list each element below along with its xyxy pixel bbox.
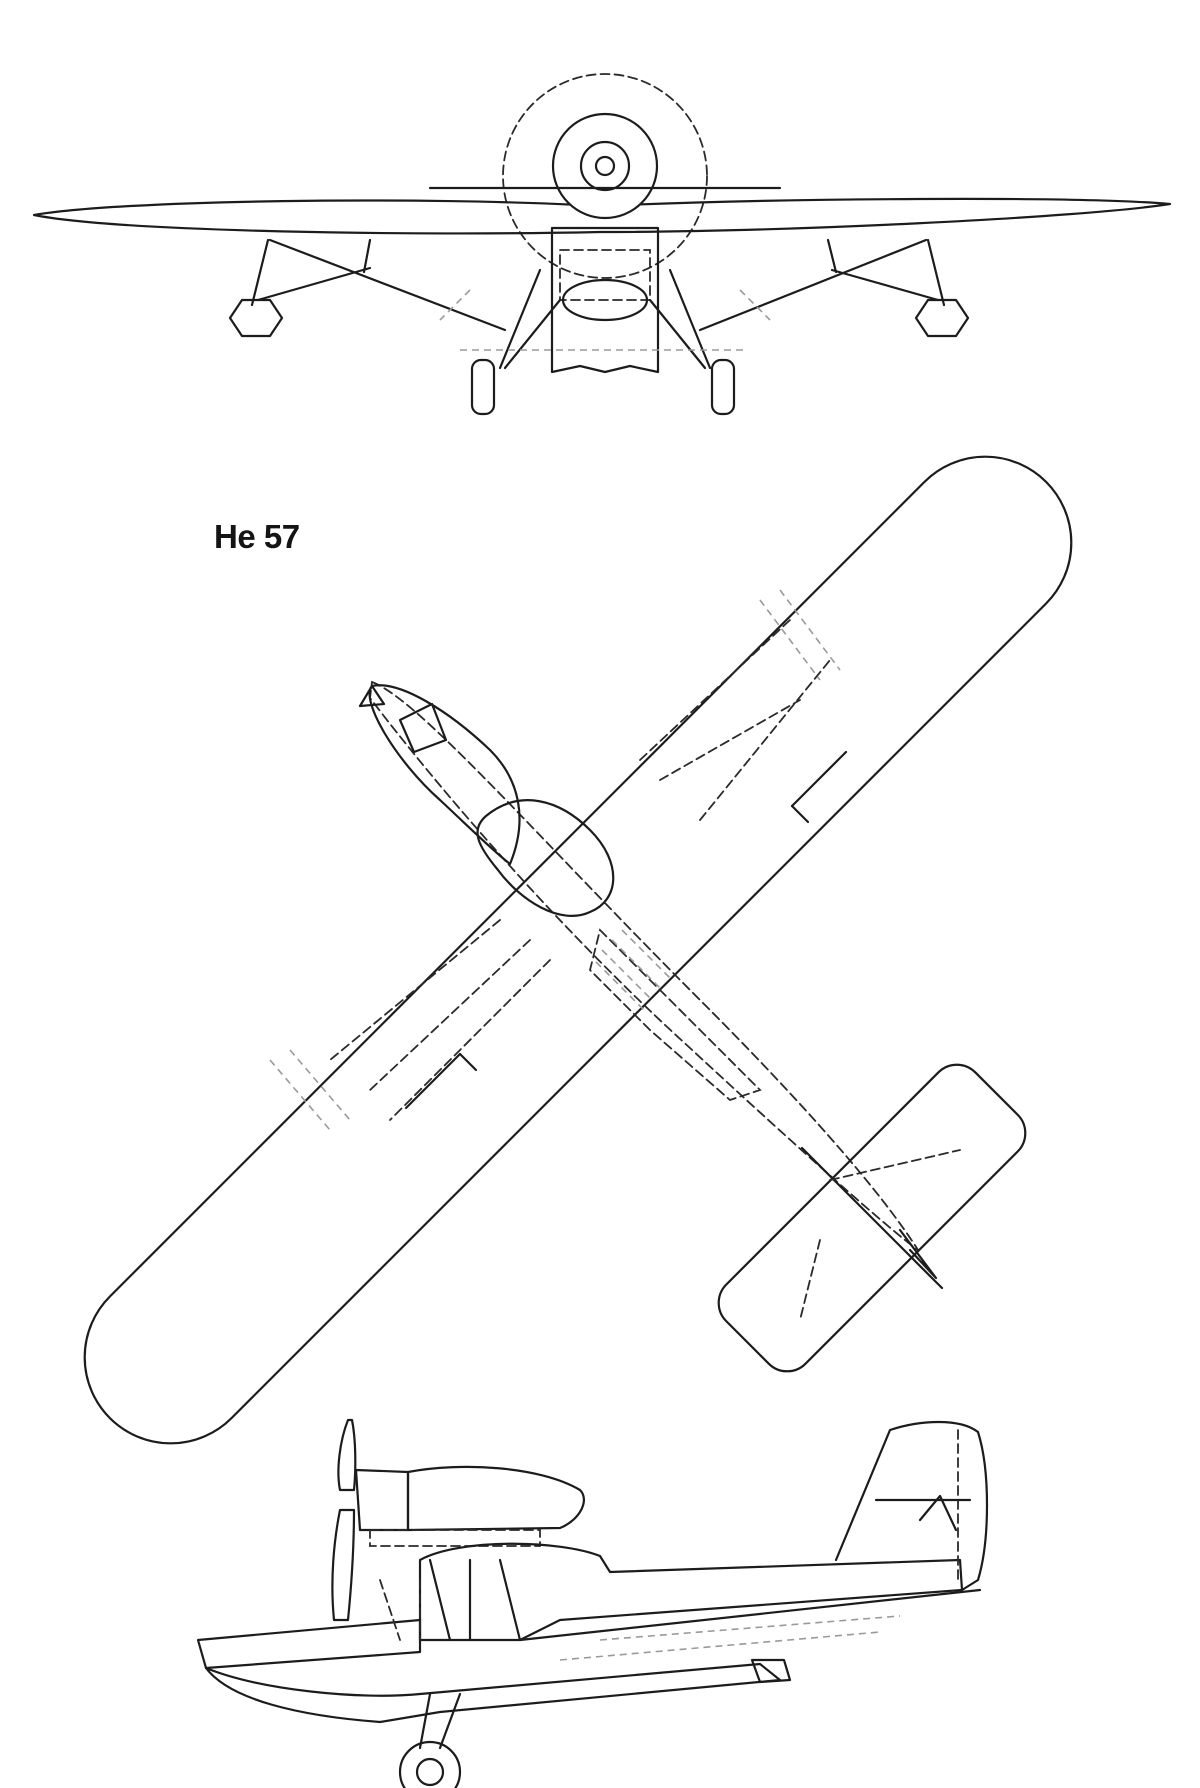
aileron-upper-edge (790, 804, 810, 824)
right-float-front (914, 298, 970, 338)
main-wheel-side (398, 1740, 462, 1788)
right-wing-brace (830, 268, 940, 302)
main-wing-plan (83, 455, 1073, 1445)
cabane-struts (379, 1579, 421, 1641)
left-gear-leg (498, 268, 562, 370)
fuselage-side (418, 1542, 964, 1642)
cockpit-grid (595, 929, 673, 1013)
right-wing-strut (698, 238, 928, 332)
right-interplane-strut (926, 238, 946, 307)
engine-cowling-side (354, 1468, 410, 1532)
left-float-front (228, 298, 284, 338)
plan-view (83, 455, 1073, 1445)
engine-nacelle-side (406, 1465, 585, 1532)
struts-side (428, 1558, 522, 1642)
left-wheel-front (470, 358, 496, 416)
nacelle-tip (358, 684, 386, 708)
side-view (196, 1418, 989, 1788)
aircraft-caption: He 57 (214, 518, 300, 555)
right-gear-leg (648, 268, 712, 370)
upper-wing-side (369, 1529, 541, 1547)
right-mini-strut (826, 238, 838, 274)
left-mini-strut (362, 238, 372, 274)
strut-lines-lower (329, 919, 551, 1121)
fuselage-oval (561, 278, 649, 322)
front-view (32, 73, 1172, 416)
fuselage-bottom (518, 1588, 982, 1642)
tail-cone (898, 1228, 938, 1280)
left-interplane-strut (250, 238, 270, 307)
elevator-line (800, 1146, 944, 1290)
gear-leg-side (418, 1692, 462, 1750)
aileron-upper (790, 750, 848, 808)
engine-spinner (594, 155, 616, 177)
tail-float-side (750, 1658, 792, 1684)
fuselage-plan (369, 680, 919, 1251)
cockpit-frame (559, 249, 651, 301)
float-side (204, 1662, 782, 1724)
lower-wing-side (196, 1618, 422, 1670)
float-outline-upper (759, 589, 841, 681)
engine-cowling (551, 112, 659, 220)
tail-strut (918, 1494, 958, 1532)
left-wing-strut (268, 238, 507, 332)
propeller-disc (502, 73, 708, 279)
tail-hidden (799, 1149, 961, 1321)
engine-hub (579, 140, 631, 192)
side-hidden-lines (559, 1615, 901, 1661)
cowl-ellipse (476, 799, 615, 917)
cowling-front (398, 702, 448, 754)
engine-nacelle-plan (368, 684, 521, 866)
float-outline-lower (269, 1049, 351, 1131)
aileron-lower (404, 1052, 462, 1110)
fuselage-front (550, 226, 660, 374)
right-wheel-front (710, 358, 736, 416)
aileron-lower-edge (458, 1052, 478, 1072)
main-wheel-hub (415, 1757, 445, 1787)
cockpit-plan (589, 928, 762, 1102)
strut-lines-upper (639, 619, 831, 821)
upper-wing-front (32, 197, 1172, 235)
fin-rudder-side (834, 1420, 989, 1592)
propeller-upper-blade (337, 1418, 357, 1492)
left-wing-brace (256, 266, 372, 302)
propeller-lower-blade (331, 1508, 356, 1622)
